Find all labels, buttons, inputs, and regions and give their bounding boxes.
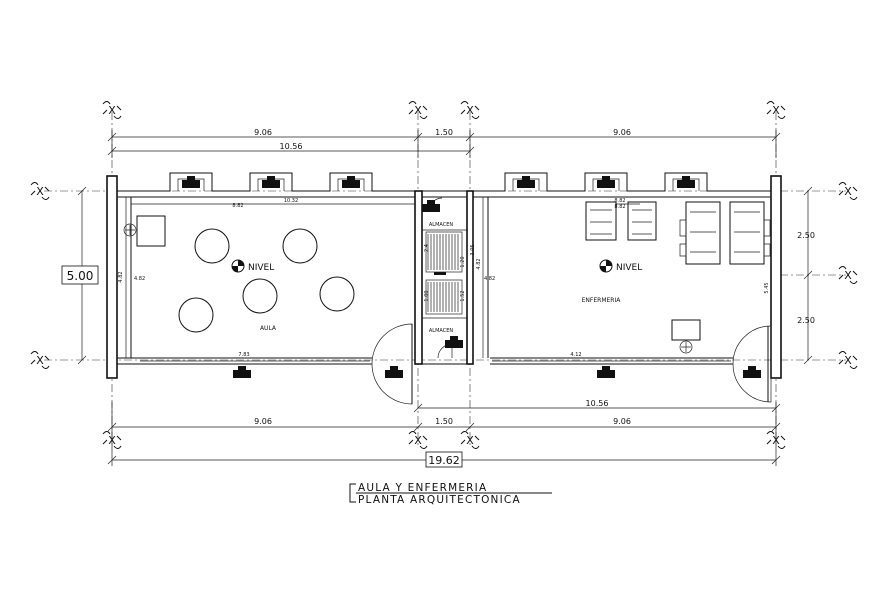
dim-bottom-left: 9.06 — [254, 417, 272, 426]
axis-marker-label: X — [844, 185, 852, 198]
luminaire-icon — [597, 366, 615, 378]
luminaire-icon — [445, 336, 463, 348]
dim-alm-right-upper: 3.05 — [470, 244, 476, 255]
dim-inner-aula-height-label: 4.82 — [134, 276, 145, 282]
axis-marker-icon: X — [838, 182, 858, 200]
luminaire-icon — [517, 176, 535, 188]
dim-inner-enf-height: 4.82 — [476, 258, 482, 269]
dim-total-length: 19.62 — [428, 454, 460, 467]
total-width-box — [61, 265, 99, 285]
axis-marker-icon: X — [102, 101, 122, 119]
axis-marker-icon: X — [408, 101, 428, 119]
luminaire-icon — [262, 176, 280, 188]
axis-marker-icon: X — [766, 101, 786, 119]
axis-marker-icon: X — [838, 266, 858, 284]
room-label-almacen-bottom: ALMACEN — [429, 328, 454, 334]
luminaire-icon — [182, 176, 200, 188]
dim-bottom-mid: 1.50 — [435, 417, 453, 426]
dim-bottom-overall: 10.56 — [586, 399, 609, 408]
enfermeria-furniture — [585, 201, 771, 354]
dim-alm-mid-right: 1.52 — [460, 290, 466, 301]
dim-total-width: 5.00 — [67, 269, 94, 283]
dim-alm-mid: 1.00 — [424, 290, 430, 301]
luminaire-icon — [677, 176, 695, 188]
title-bracket — [349, 483, 552, 503]
title-line-2: PLANTA ARQUITECTONICA — [358, 494, 521, 506]
axis-marker-label: X — [466, 104, 474, 117]
axis-marker-label: X — [844, 269, 852, 282]
nivel-symbol-right — [599, 259, 613, 273]
luminaire-icon — [597, 176, 615, 188]
dim-bottom-right: 9.06 — [613, 417, 631, 426]
dim-inner-aula-height: 4.82 — [118, 271, 124, 282]
axis-marker-icon: X — [460, 101, 480, 119]
dim-inner-enf-top-2: 8.82 — [614, 204, 625, 210]
axis-marker-icon: X — [838, 351, 858, 369]
luminaire-icon — [743, 366, 761, 378]
dim-top-right: 9.06 — [613, 128, 631, 137]
dim-right-lower: 2.50 — [797, 316, 815, 325]
dim-alm-top-left: 2.4 — [424, 244, 430, 252]
dim-right-upper: 2.50 — [797, 231, 815, 240]
top-dimension-lines — [107, 130, 781, 158]
total-length-box — [425, 451, 463, 468]
axis-marker-label: X — [844, 354, 852, 367]
doors — [371, 197, 772, 405]
dim-top-overall: 10.56 — [280, 142, 303, 151]
axis-marker-label: X — [772, 104, 780, 117]
dim-inner-enf-bottom: 4.12 — [570, 352, 581, 358]
dim-inner-aula-top: 8.82 — [232, 203, 243, 209]
axis-marker-label: X — [36, 185, 44, 198]
dim-top-left: 9.06 — [254, 128, 272, 137]
room-label-aula: AULA — [260, 325, 277, 332]
nivel-label-left: NIVEL — [248, 263, 274, 273]
luminaire-icon — [385, 366, 403, 378]
axis-marker-label: X — [414, 104, 422, 117]
axis-marker-label: X — [414, 434, 422, 447]
dim-inner-enf-height-label: 4.82 — [484, 276, 495, 282]
dim-inner-top-small: 10.32 — [284, 198, 298, 204]
axis-marker-label: X — [108, 104, 116, 117]
axis-marker-icon: X — [30, 182, 50, 200]
axis-marker-icon: X — [460, 431, 480, 449]
interior-dimension-lines — [125, 197, 640, 358]
axis-marker-label: X — [466, 434, 474, 447]
axis-marker-icon: X — [408, 431, 428, 449]
dim-inner-aula-bottom: 7.83 — [238, 352, 249, 358]
axis-marker-icon: X — [30, 351, 50, 369]
luminaire-icon — [233, 366, 251, 378]
luminaire-icon — [342, 176, 360, 188]
dim-enf-right-small: 5.45 — [764, 282, 770, 293]
dim-inner-enf-top: 8.82 — [614, 198, 625, 204]
title-line-1: AULA Y ENFERMERIA — [358, 482, 487, 494]
room-label-almacen-top: ALMACEN — [429, 222, 454, 228]
aula-furniture — [123, 215, 355, 333]
right-dimension-line — [803, 186, 813, 365]
dim-top-mid: 1.50 — [435, 128, 453, 137]
luminaire-symbols — [182, 176, 761, 378]
nivel-label-right: NIVEL — [616, 263, 642, 273]
almacen-shelving — [425, 231, 463, 315]
luminaire-icon — [422, 200, 440, 212]
room-label-enfermeria: ENFERMERIA — [582, 297, 622, 304]
nivel-symbol-left — [231, 259, 245, 273]
axis-marker-label: X — [36, 354, 44, 367]
dim-alm-right-lower: 1.20 — [460, 256, 466, 267]
